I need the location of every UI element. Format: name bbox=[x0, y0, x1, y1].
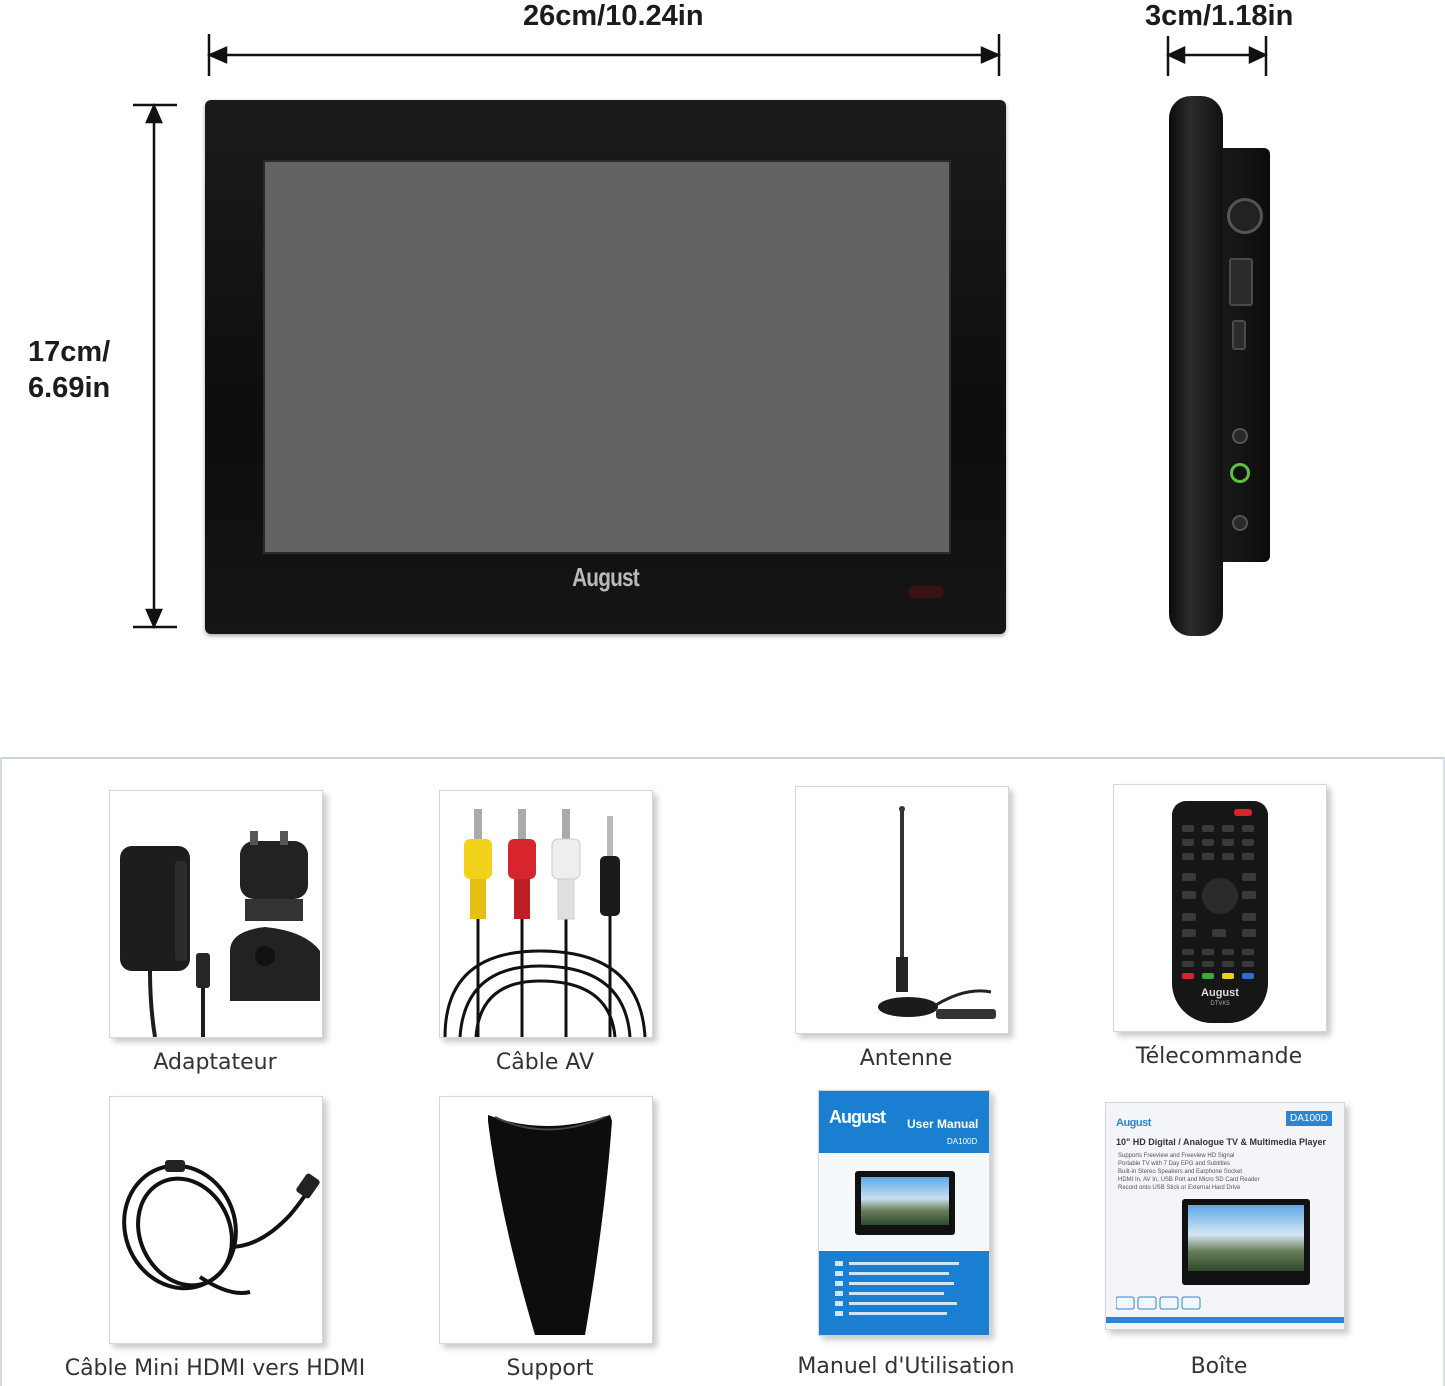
accessories-frame-left bbox=[0, 757, 2, 1386]
depth-arrow-head-left bbox=[1166, 46, 1186, 64]
manual-title: User Manual bbox=[907, 1117, 979, 1131]
tv-screen bbox=[263, 160, 951, 554]
box-feature-icons bbox=[1115, 1295, 1216, 1310]
hdmi-cable-card bbox=[109, 1096, 323, 1344]
box-feature-4: HDMI In, AV In, USB Port and Micro SD Ca… bbox=[1118, 1177, 1260, 1183]
box-bottom-stripe bbox=[1106, 1317, 1344, 1323]
box-model-badge: DA100D bbox=[1286, 1111, 1332, 1126]
height-arrow-head-bottom bbox=[145, 608, 163, 630]
dc-power-jack bbox=[1232, 515, 1248, 531]
adapter-caption: Adaptateur bbox=[153, 1050, 277, 1075]
stand-image bbox=[488, 1115, 612, 1335]
tv-side-view bbox=[1169, 96, 1223, 636]
remote-caption: Télecommande bbox=[1135, 1044, 1303, 1069]
width-arrow-head-right bbox=[980, 46, 1002, 64]
antenna-caption: Antenne bbox=[859, 1046, 953, 1071]
width-dimension-label: 26cm/10.24in bbox=[523, 0, 704, 32]
antenna-card bbox=[795, 786, 1009, 1034]
manual-card: August User Manual DA100D bbox=[818, 1090, 990, 1336]
antenna-image bbox=[878, 806, 996, 1019]
remote-brand-label: August bbox=[1201, 987, 1239, 999]
box-caption: Boîte bbox=[1190, 1354, 1248, 1379]
remote-control-image: August DTVK5 bbox=[1172, 801, 1268, 1023]
box-tv-image bbox=[1182, 1199, 1310, 1285]
adapter-image bbox=[120, 831, 320, 1037]
stand-card bbox=[439, 1096, 653, 1344]
remote-buttons bbox=[1182, 809, 1256, 979]
av-in-jack bbox=[1230, 463, 1250, 483]
width-arrow-head-left bbox=[206, 46, 228, 64]
manual-brand-logo: August bbox=[829, 1107, 886, 1127]
av-cable-image bbox=[443, 809, 647, 1037]
av-cable-caption: Câble AV bbox=[495, 1050, 595, 1075]
accessories-divider bbox=[0, 757, 1445, 759]
usb-port bbox=[1229, 258, 1253, 306]
box-feature-2: Portable TV with 7 Day EPG and Subtitles bbox=[1118, 1161, 1230, 1167]
box-feature-3: Built-in Stereo Speakers and Earphone So… bbox=[1118, 1169, 1243, 1175]
manual-tv-image bbox=[855, 1171, 955, 1235]
box-headline: 10" HD Digital / Analogue TV & Multimedi… bbox=[1116, 1137, 1326, 1147]
box-feature-5: Record onto USB Stick or External Hard D… bbox=[1118, 1185, 1241, 1191]
box-card: August DA100D 10" HD Digital / Analogue … bbox=[1105, 1102, 1345, 1330]
av-cable-card bbox=[439, 790, 653, 1038]
tv-brand-logo: August bbox=[572, 562, 640, 592]
adapter-card bbox=[109, 790, 323, 1038]
remote-model-label: DTVK5 bbox=[1210, 1001, 1230, 1007]
dimension-arrows bbox=[133, 34, 1268, 630]
hdmi-port bbox=[1232, 320, 1246, 350]
manual-caption: Manuel d'Utilisation bbox=[797, 1354, 1015, 1379]
hdmi-cable-image bbox=[122, 1160, 320, 1295]
hdmi-cable-caption: Câble Mini HDMI vers HDMI bbox=[64, 1356, 366, 1381]
accessories-frame-right bbox=[1443, 757, 1445, 1386]
tv-front-view: August bbox=[205, 100, 1006, 634]
stand-caption: Support bbox=[506, 1356, 594, 1381]
manual-header bbox=[819, 1091, 989, 1153]
manual-model: DA100D bbox=[947, 1137, 978, 1146]
height-dimension-label-line1: 17cm/ bbox=[28, 336, 111, 368]
antenna-port bbox=[1227, 198, 1263, 234]
box-feature-1: Supports Freeview and Freeview HD Signal bbox=[1118, 1153, 1235, 1159]
depth-dimension-label: 3cm/1.18in bbox=[1145, 0, 1294, 32]
depth-arrow-head-right bbox=[1248, 46, 1268, 64]
remote-card: August DTVK5 bbox=[1113, 784, 1327, 1032]
audio-jack bbox=[1232, 428, 1248, 444]
height-arrow-head-top bbox=[145, 102, 163, 124]
manual-footer bbox=[819, 1251, 989, 1335]
tv-power-led bbox=[908, 586, 944, 598]
height-dimension-label-line2: 6.69in bbox=[28, 372, 111, 404]
box-brand-logo: August bbox=[1116, 1117, 1151, 1129]
